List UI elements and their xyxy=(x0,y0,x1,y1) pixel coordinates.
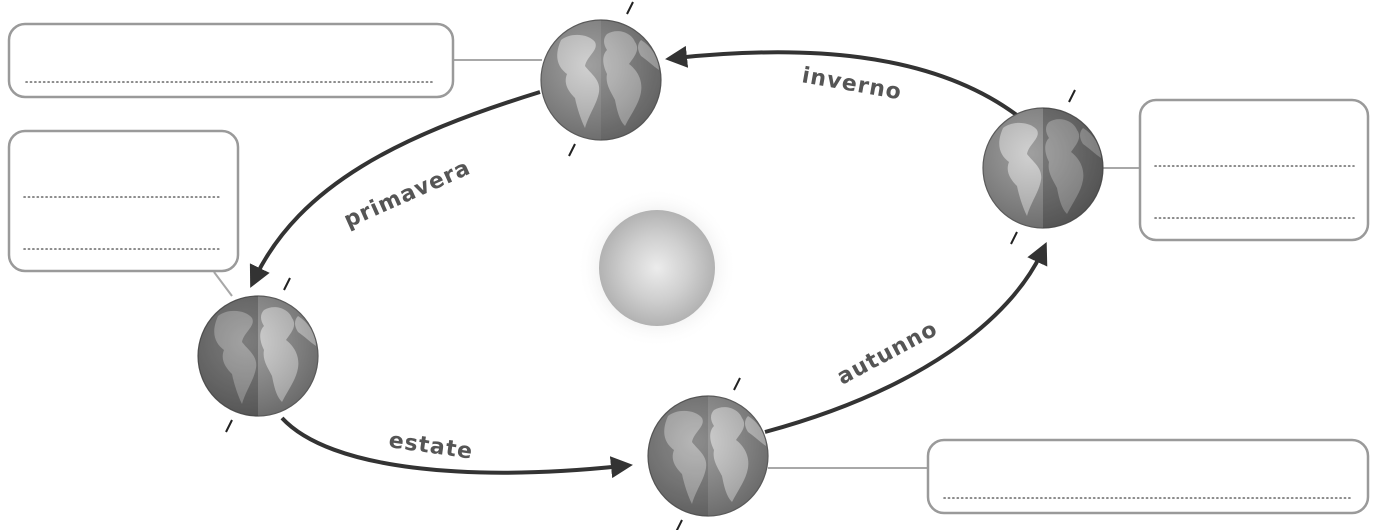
earth-top xyxy=(541,2,661,156)
sun xyxy=(577,188,737,348)
answer-box-right[interactable] xyxy=(1140,100,1368,240)
connector-left xyxy=(214,272,232,296)
earth-left xyxy=(198,278,318,432)
answer-box-bottom[interactable] xyxy=(928,440,1368,513)
answer-box-left[interactable] xyxy=(9,131,238,271)
answer-box-top[interactable] xyxy=(9,24,453,97)
label-estate: estate xyxy=(387,428,474,465)
earth-right xyxy=(983,90,1103,244)
label-inverno: inverno xyxy=(800,63,904,105)
earth-bottom xyxy=(648,378,768,530)
label-autunno: autunno xyxy=(833,317,942,391)
